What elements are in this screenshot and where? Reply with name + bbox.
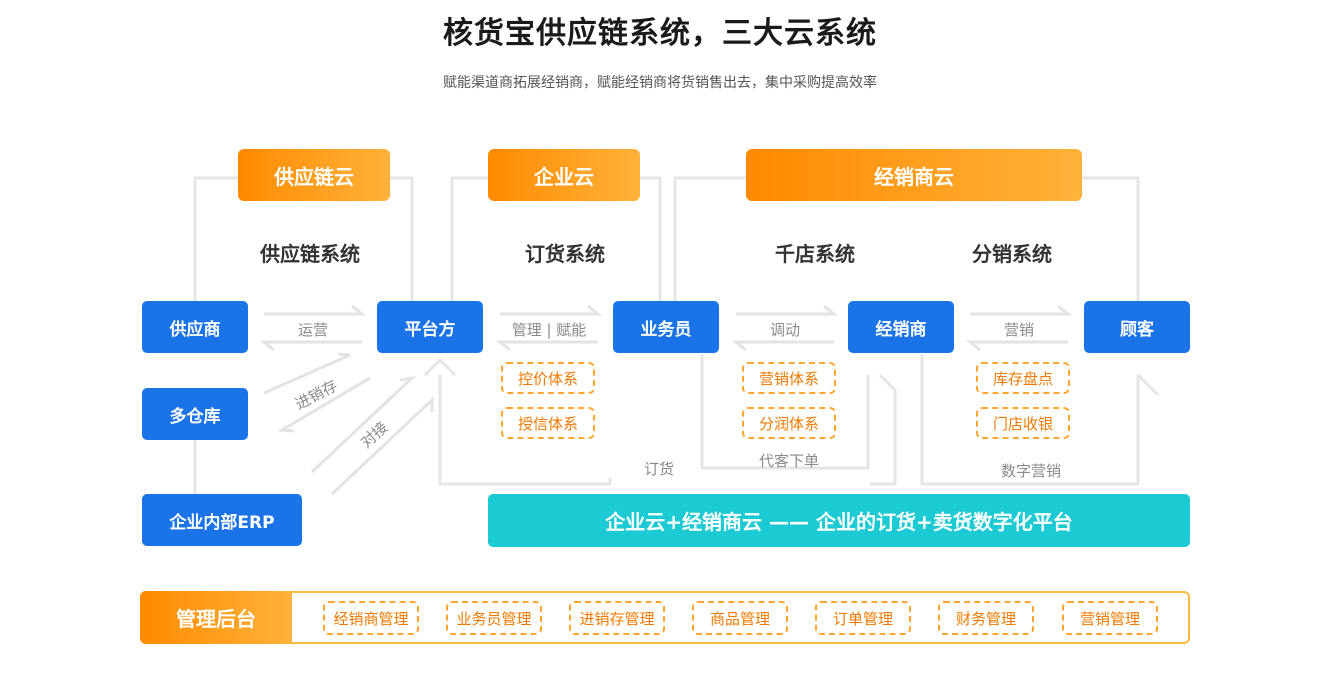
platform-banner: 企业云+经销商云 —— 企业的订货+卖货数字化平台	[488, 494, 1190, 547]
node-customer: 顾客	[1084, 301, 1190, 353]
system-thousand-stores: 千店系统	[775, 242, 855, 266]
admin-item-marketing: 营销管理	[1062, 601, 1158, 635]
node-multi-warehouse: 多仓库	[142, 388, 248, 440]
label-marketing: 营销	[1003, 321, 1034, 339]
subsystem-store-cashier: 门店收银	[976, 407, 1070, 439]
subsystem-marketing: 营销体系	[742, 362, 836, 394]
cloud-dealer: 经销商云	[746, 149, 1082, 201]
cloud-supply-chain: 供应链云	[238, 149, 390, 201]
subsystem-profit-sharing: 分润体系	[742, 407, 836, 439]
subsystem-credit: 授信体系	[501, 407, 595, 439]
label-dispatch: 调动	[769, 321, 800, 339]
page-title: 核货宝供应链系统，三大云系统	[443, 16, 877, 51]
label-digital-marketing: 数字营销	[1000, 462, 1061, 480]
admin-item-dealer: 经销商管理	[323, 601, 419, 635]
system-distribution: 分销系统	[972, 242, 1052, 266]
subsystem-price-control: 控价体系	[501, 362, 595, 394]
admin-item-finance: 财务管理	[938, 601, 1034, 635]
admin-item-inventory: 进销存管理	[569, 601, 665, 635]
label-operation: 运营	[297, 321, 328, 339]
cloud-enterprise: 企业云	[488, 149, 640, 201]
admin-item-product: 商品管理	[692, 601, 788, 635]
node-dealer: 经销商	[848, 301, 954, 353]
system-ordering: 订货系统	[525, 242, 605, 266]
node-supplier: 供应商	[142, 301, 248, 353]
node-erp: 企业内部ERP	[142, 494, 302, 546]
page-subtitle: 赋能渠道商拓展经销商，赋能经销商将货销售出去，集中采购提高效率	[443, 75, 877, 91]
system-supply-chain: 供应链系统	[260, 242, 360, 266]
label-manage-empower: 管理 | 赋能	[511, 321, 587, 339]
label-proxy-order: 代客下单	[758, 452, 819, 470]
admin-item-salesman: 业务员管理	[446, 601, 542, 635]
label-order: 订货	[643, 460, 674, 478]
admin-title: 管理后台	[140, 591, 292, 644]
subsystem-stocktake: 库存盘点	[976, 362, 1070, 394]
node-salesman: 业务员	[613, 301, 719, 353]
admin-item-order: 订单管理	[815, 601, 911, 635]
node-platform: 平台方	[377, 301, 483, 353]
